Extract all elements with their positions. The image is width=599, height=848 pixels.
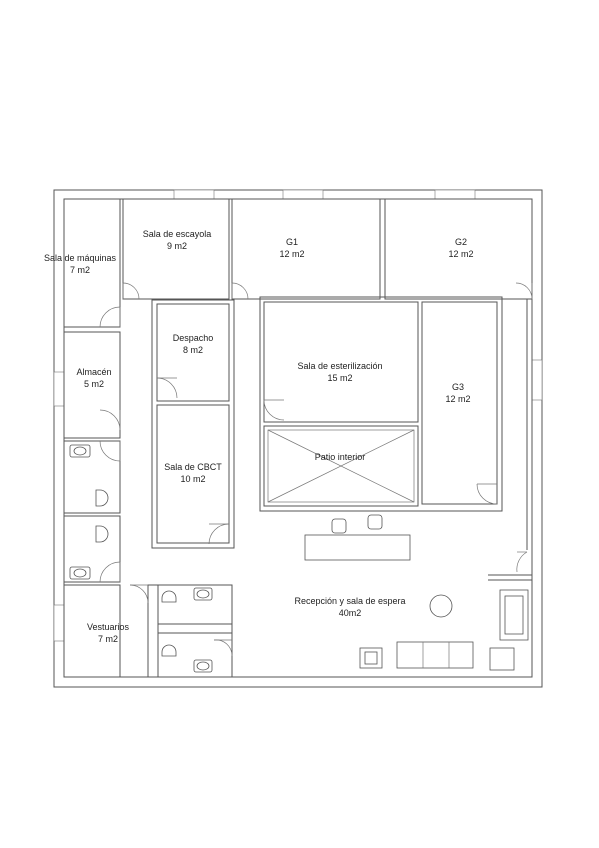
room-labels: Sala de máquinas 7 m2 Sala de escayola 9… xyxy=(44,229,474,644)
central-block-walls xyxy=(259,296,503,512)
doors xyxy=(99,282,533,657)
room-name-almacen: Almacén xyxy=(76,367,111,377)
room-name-g2: G2 xyxy=(455,237,467,247)
toilet-fixtures xyxy=(69,444,213,673)
room-name-esterilizacion: Sala de esterilización xyxy=(297,361,382,371)
room-name-g1: G1 xyxy=(286,237,298,247)
room-area-cbct: 10 m2 xyxy=(180,474,205,484)
room-area-escayola: 9 m2 xyxy=(167,241,187,251)
room-area-esterilizacion: 15 m2 xyxy=(327,373,352,383)
room-name-escayola: Sala de escayola xyxy=(143,229,212,239)
reception-furniture xyxy=(304,514,529,671)
room-area-despacho: 8 m2 xyxy=(183,345,203,355)
room-name-recepcion: Recepción y sala de espera xyxy=(294,596,405,606)
room-name-patio: Patio interior xyxy=(315,452,366,462)
room-name-g3: G3 xyxy=(452,382,464,392)
room-area-almacen: 5 m2 xyxy=(84,379,104,389)
room-area-g2: 12 m2 xyxy=(448,249,473,259)
room-area-g1: 12 m2 xyxy=(279,249,304,259)
room-area-recepcion: 40m2 xyxy=(339,608,362,618)
room-name-cbct: Sala de CBCT xyxy=(164,462,222,472)
outer-walls xyxy=(53,189,543,688)
top-room-walls xyxy=(63,198,533,328)
center-left-room-walls xyxy=(151,299,235,549)
left-room-walls xyxy=(63,331,121,678)
patio-cross xyxy=(267,429,415,503)
room-area-vestuarios: 7 m2 xyxy=(98,634,118,644)
right-corridor-wall xyxy=(488,299,533,581)
bathroom-walls xyxy=(147,584,233,678)
room-name-maquinas: Sala de máquinas xyxy=(44,253,117,263)
room-name-despacho: Despacho xyxy=(173,333,214,343)
room-area-g3: 12 m2 xyxy=(445,394,470,404)
room-name-vestuarios: Vestuarios xyxy=(87,622,130,632)
room-area-maquinas: 7 m2 xyxy=(70,265,90,275)
